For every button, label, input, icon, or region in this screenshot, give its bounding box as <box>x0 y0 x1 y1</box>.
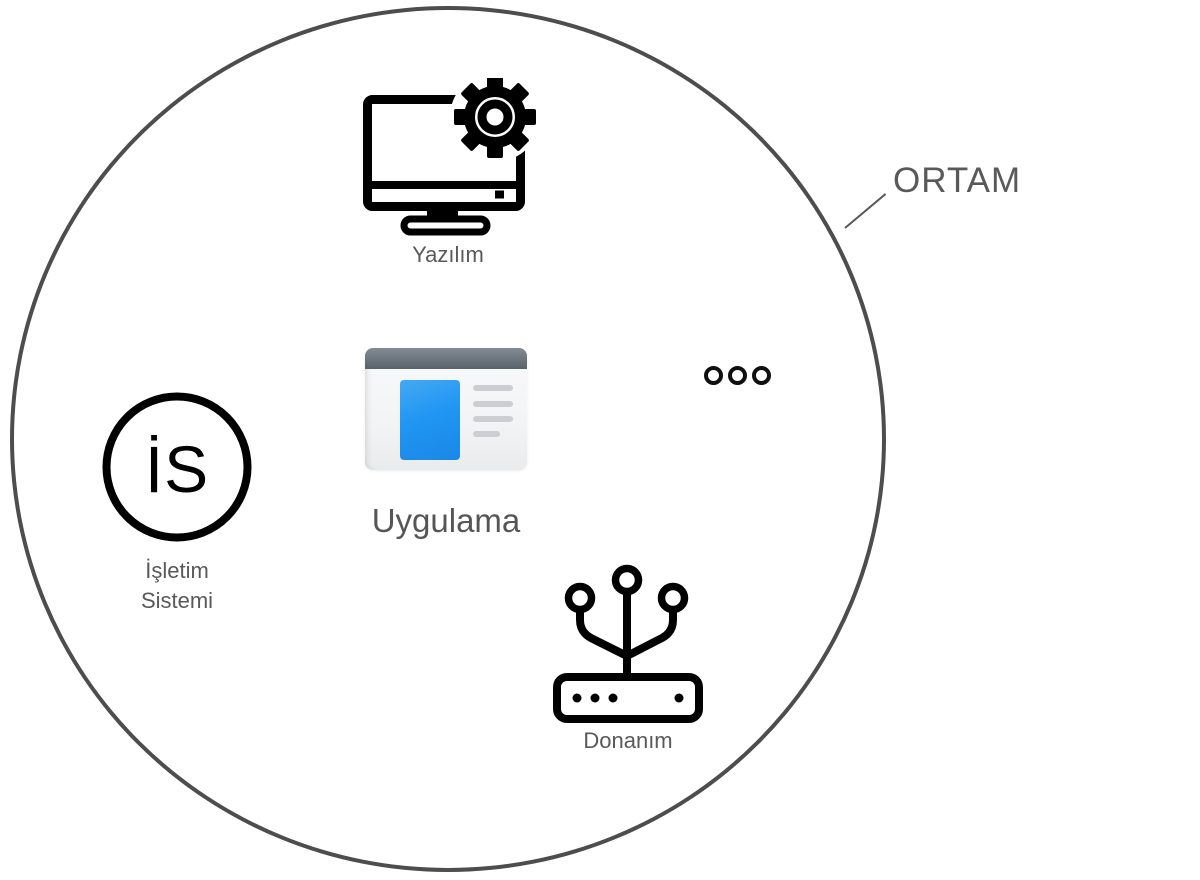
hardware-label: Donanım <box>583 728 673 753</box>
environment-label: ORTAM <box>893 161 1022 200</box>
os-label-line1: İşletim <box>145 558 209 583</box>
application-label: Uygulama <box>371 502 521 539</box>
ortam-leader-line <box>844 193 887 229</box>
app-window-text-line <box>473 416 513 422</box>
ellipsis-dot <box>752 366 771 385</box>
os-monogram-text: İS <box>145 432 209 506</box>
environment-boundary-circle <box>10 6 886 872</box>
app-window-text-line <box>473 401 513 407</box>
os-monogram-circle-icon: İS <box>102 392 252 542</box>
ellipsis-dots-icon <box>704 366 771 385</box>
gear-icon <box>450 78 536 162</box>
app-window-icon <box>365 348 527 470</box>
ellipsis-dot <box>728 366 747 385</box>
app-window-titlebar <box>365 348 527 369</box>
app-window-content-pane <box>400 380 460 460</box>
monitor-gear-icon <box>363 78 536 236</box>
os-label-line2: Sistemi <box>140 588 214 613</box>
network-hub-icon <box>553 564 703 723</box>
app-window-text-line <box>473 431 500 437</box>
os-label: İşletim Sistemi <box>89 556 265 616</box>
software-label: Yazılım <box>412 242 484 267</box>
ellipsis-dot <box>704 366 723 385</box>
app-window-text-line <box>473 385 513 391</box>
